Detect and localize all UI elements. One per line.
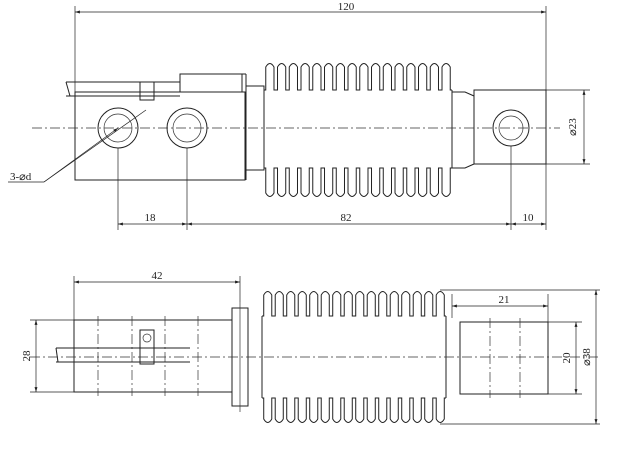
cable-clamp [139, 81, 155, 101]
dim-middle-label: 82 [341, 212, 352, 224]
bottom-cable-clamp [139, 329, 155, 365]
dim-left-height-label: 28 [21, 350, 33, 362]
dim-right-outer-label: ⌀38 [581, 348, 593, 366]
top-right-block [473, 89, 547, 165]
bellows-lower-edge [264, 167, 452, 197]
dim-left-label: 18 [145, 212, 157, 224]
dim-right-label: 10 [523, 212, 535, 224]
hole-leader-2 [43, 109, 147, 183]
top-view: 120 18 82 10 ⌀23 3-⌀d [8, 1, 590, 230]
top-neck [452, 91, 475, 169]
hole-note-label: 3-⌀d [10, 171, 32, 183]
top-mount-step [179, 73, 243, 93]
top-bellows [263, 63, 453, 197]
bottom-view: 42 21 28 20 ⌀38 [21, 270, 600, 425]
bellows-upper-edge [264, 63, 452, 91]
bottom-right-cylinder [459, 321, 549, 395]
dim-overall-label: 120 [338, 1, 355, 13]
dim-top-label: 42 [152, 270, 163, 282]
dim-right-inner-label: 20 [561, 352, 573, 364]
dim-right-top-label: 21 [499, 294, 510, 306]
dim-diameter-label: ⌀23 [567, 118, 579, 136]
bellows-upper-edge [262, 291, 446, 317]
bottom-bellows [261, 291, 447, 423]
bellows-lower-edge [262, 397, 446, 423]
top-mount-block [74, 91, 246, 181]
